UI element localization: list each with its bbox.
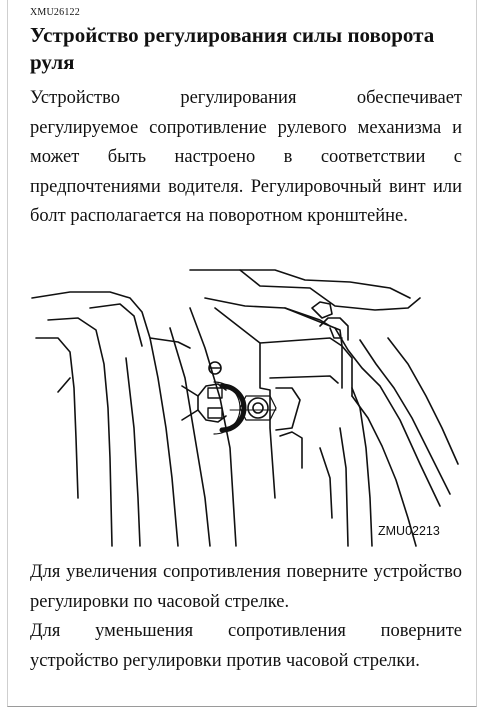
steering-adjuster-illustration — [31, 269, 459, 547]
intro-paragraph: Устройство регулирования обеспечивает ре… — [30, 88, 462, 226]
section-title: Устройство регулирования силы поворота р… — [30, 23, 435, 74]
document-id: XMU26122 — [30, 7, 80, 18]
page-border — [7, 0, 477, 707]
decrease-instruction: Для уменьшения сопротивления поверните у… — [30, 621, 462, 671]
increase-instruction: Для увеличения сопротивления поверните у… — [30, 562, 462, 612]
figure-code: ZMU02213 — [378, 524, 440, 538]
